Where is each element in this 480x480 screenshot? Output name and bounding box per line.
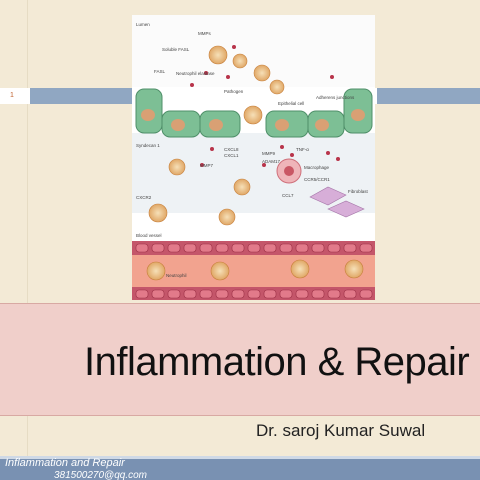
guide-line	[27, 0, 28, 480]
label-neutrophil-elastase: Neutrophil elastase	[176, 71, 215, 76]
label-cxcl1: CXCL1	[224, 153, 239, 158]
slide-number: 1	[10, 92, 14, 99]
label-cxcr2: CXCR2	[136, 195, 152, 200]
slide-title: Inflammation & Repair	[84, 340, 470, 384]
label-adam17: ADAM17	[262, 159, 281, 164]
header-band-left	[0, 88, 132, 104]
epithelial-cells	[135, 88, 373, 138]
neutrophils	[148, 45, 285, 226]
header-band-right	[375, 88, 480, 104]
granules	[190, 45, 340, 167]
label-soluble-fasl: Soluble FASL	[162, 47, 190, 52]
inflammation-diagram: Lumen MMPs Soluble FASL FASL Neutrophil …	[132, 15, 375, 300]
label-epithelial-cell: Epithelial cell	[278, 101, 304, 106]
macrophage	[276, 158, 302, 184]
label-adherens-junctions: Adherens junctions	[316, 95, 355, 100]
fibroblasts	[309, 186, 365, 218]
label-mmps: MMPs	[198, 31, 211, 36]
footer-title: Inflammation and Repair	[5, 457, 125, 469]
header-band-accent	[30, 88, 132, 104]
title-banner	[0, 303, 480, 416]
label-fasl: FASL	[154, 69, 166, 74]
label-mmp7: MMP7	[200, 163, 213, 168]
label-cxcl8: CXCL8	[224, 147, 239, 152]
header-band-accent	[377, 88, 480, 104]
label-macrophage: Macrophage	[304, 165, 330, 170]
label-fibroblast: Fibroblast	[348, 189, 369, 194]
label-pathogen: Pathogen	[224, 89, 244, 94]
footer-email: 381500270@qq.com	[54, 470, 147, 480]
label-lumen: Lumen	[136, 22, 150, 27]
label-syndecan: Syndecan 1	[136, 143, 160, 148]
footer-divider	[0, 456, 480, 459]
label-mmp9: MMP9	[262, 151, 275, 156]
label-neutrophil: Neutrophil	[166, 273, 187, 278]
footer-bar	[0, 456, 480, 480]
blood-vessel	[132, 241, 375, 300]
label-blood-vessel: Blood vessel	[136, 233, 162, 238]
inflammation-illustration: Lumen MMPs Soluble FASL FASL Neutrophil …	[132, 15, 375, 300]
author-name: Dr. saroj Kumar Suwal	[256, 421, 426, 440]
label-ccl7: CCL7	[282, 193, 294, 198]
label-tnf: TNF-α	[296, 147, 309, 152]
label-ccr5: CCR5/CCR1	[304, 177, 330, 182]
